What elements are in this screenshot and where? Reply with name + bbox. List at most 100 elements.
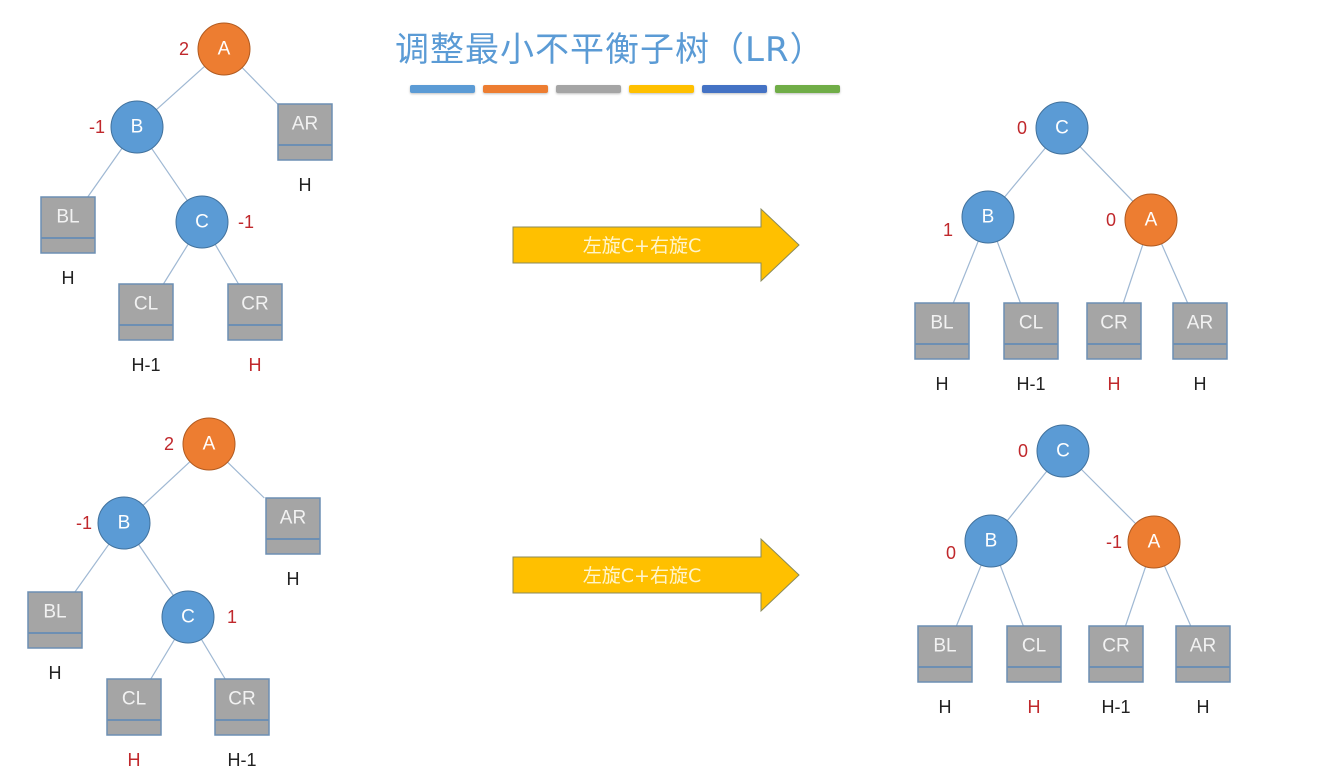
subtree-box [27, 591, 83, 649]
subtree-BL: BL H [40, 196, 96, 288]
node-label: C [1056, 441, 1070, 462]
tree-edge [1006, 470, 1048, 522]
subtree-box [277, 103, 333, 161]
tree-edge [138, 544, 174, 596]
node-circle [1036, 424, 1090, 478]
balance-factor: 1 [227, 607, 237, 627]
subtree-AR: ARH [265, 497, 321, 589]
tree-node-B: B -1 [89, 100, 164, 154]
balance-factor: 0 [1106, 210, 1116, 230]
subtree-height: H [939, 697, 952, 717]
subtree-CR: CR H [227, 283, 283, 375]
subtree-height: H [1028, 697, 1041, 717]
node-label: B [131, 117, 144, 138]
node-label: A [203, 434, 216, 455]
balance-factor: -1 [1106, 532, 1122, 552]
arrow-label: 左旋C+右旋C [583, 235, 701, 257]
subtree-CL: CLH-1 [118, 283, 174, 375]
balance-factor: 0 [1017, 118, 1027, 138]
subtree-CR: CR H-1 [214, 678, 270, 770]
subtree-height: H [1108, 374, 1121, 394]
subtree-height: H-1 [1101, 697, 1130, 717]
node-label: B [982, 207, 995, 228]
subtree-label: AR [1190, 636, 1216, 657]
node-circle [1127, 515, 1181, 569]
arrow-label: 左旋C+右旋C [583, 565, 701, 587]
balance-factor: 0 [946, 543, 956, 563]
subtree-box [1088, 625, 1144, 683]
subtree-height: H-1 [227, 750, 256, 770]
balance-factor: -1 [76, 513, 92, 533]
node-circle [110, 100, 164, 154]
diagram-title: 调整最小不平衡子树（LR） [395, 30, 825, 70]
subtree-height: H-1 [1016, 374, 1045, 394]
node-circle [97, 496, 151, 550]
subtree-label: CL [122, 689, 146, 710]
balance-factor: -1 [238, 212, 254, 232]
subtree-BL: BLH [27, 591, 83, 683]
subtree-box [914, 302, 970, 360]
tree-node-A: A0 [1106, 193, 1178, 247]
subtree-BL: BL H [914, 302, 970, 394]
balance-factor: 2 [179, 39, 189, 59]
tree-edge [955, 564, 982, 627]
subtree-box [1172, 302, 1228, 360]
color-swatch [483, 85, 548, 93]
node-circle [197, 22, 251, 76]
subtree-label: BL [930, 313, 953, 334]
subtree-height: H [62, 268, 75, 288]
tree-edge [1122, 244, 1144, 304]
tree-node-A: A-1 [1106, 515, 1181, 569]
color-swatch [556, 85, 621, 93]
subtree-box [265, 497, 321, 555]
node-label: A [218, 39, 231, 60]
tree-edge [200, 638, 226, 680]
subtree-height: H [49, 663, 62, 683]
tree-node-B: B1 [943, 190, 1015, 244]
subtree-CL: CLH [1006, 625, 1062, 717]
tree-edge [87, 147, 123, 198]
node-circle [175, 195, 229, 249]
subtree-label: CR [241, 294, 268, 315]
subtree-label: CR [228, 689, 255, 710]
node-label: A [1145, 210, 1158, 231]
subtree-label: CR [1100, 313, 1127, 334]
tree-edge [241, 67, 279, 105]
subtree-label: CR [1102, 636, 1129, 657]
subtree-height: H [1197, 697, 1210, 717]
subtree-box [917, 625, 973, 683]
color-swatch [410, 85, 475, 93]
subtree-CL: CLH [106, 678, 162, 770]
color-swatch [775, 85, 840, 93]
node-circle [161, 590, 215, 644]
subtree-AR: ARH [277, 103, 333, 195]
subtree-box [1175, 625, 1231, 683]
node-circle [964, 514, 1018, 568]
arrow-case2: 左旋C+右旋C [512, 537, 800, 613]
subtree-height: H [249, 355, 262, 375]
arrow-case1: 左旋C+右旋C [512, 207, 800, 283]
tree-node-C: C0 [1018, 424, 1090, 478]
color-swatch-bar [410, 85, 840, 93]
tree-edge [999, 565, 1024, 627]
subtree-box [1006, 625, 1062, 683]
arrow-shape [512, 207, 800, 283]
subtree-label: AR [1187, 313, 1213, 334]
balance-factor: 0 [1018, 441, 1028, 461]
tree-edge [74, 543, 110, 593]
node-label: B [118, 513, 131, 534]
color-swatch [702, 85, 767, 93]
subtree-height: H [936, 374, 949, 394]
subtree-box [227, 283, 283, 341]
tree-node-B: B0 [946, 514, 1018, 568]
subtree-label: CL [1019, 313, 1043, 334]
node-circle [182, 417, 236, 471]
subtree-label: AR [280, 508, 306, 529]
balance-factor: -1 [89, 117, 105, 137]
tree-node-A: A2 [179, 22, 251, 76]
subtree-label: BL [56, 207, 79, 228]
node-label: C [181, 607, 195, 628]
